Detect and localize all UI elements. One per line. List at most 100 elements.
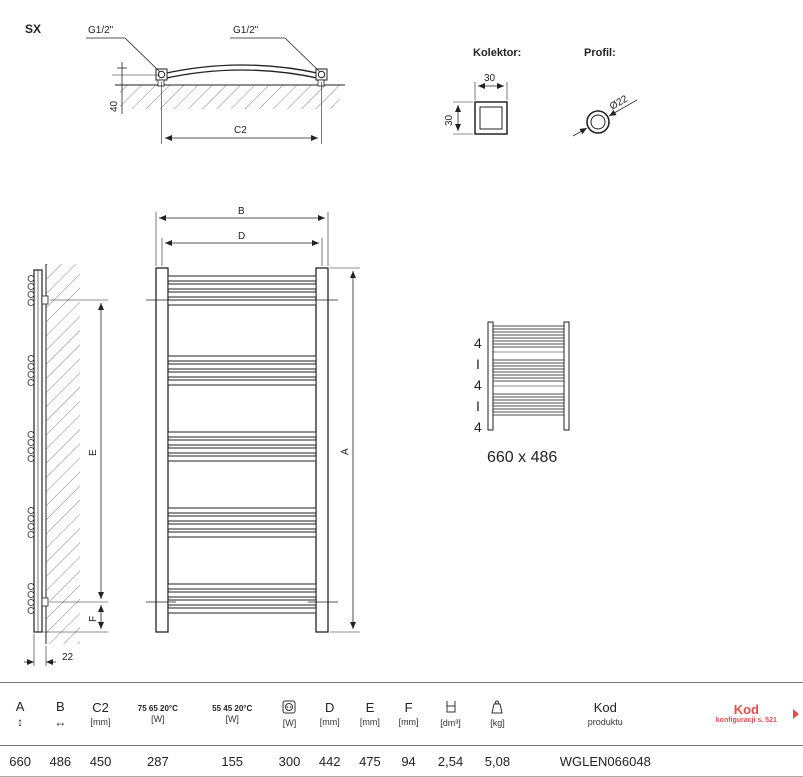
- header-c2: C2[mm]: [80, 682, 121, 746]
- rail-end-bump: [27, 379, 35, 386]
- radiator-rail: [167, 355, 317, 362]
- dimension-wall-label: 22: [62, 652, 74, 663]
- rail-end-bump: [27, 599, 35, 606]
- header-power-75: 75 65 20°C[W]: [120, 682, 196, 746]
- vertical-arrow-icon: ↕: [17, 715, 24, 729]
- header-e: E[mm]: [349, 682, 391, 746]
- value-power-55: 155: [195, 745, 270, 777]
- radiator-rail: [167, 531, 317, 538]
- mini-rail: [492, 343, 565, 348]
- radiator-rail: [167, 431, 317, 438]
- header-a: A↕: [0, 682, 41, 746]
- top-view: [86, 37, 345, 144]
- mini-rail: [492, 325, 565, 330]
- water-volume-icon: [427, 700, 474, 717]
- rail-end-bump: [27, 607, 35, 614]
- mini-rail: [492, 377, 565, 382]
- rail-end-bump: [27, 363, 35, 370]
- header-power-55: 55 45 20°C[W]: [195, 682, 270, 746]
- model-label: SX: [25, 22, 41, 36]
- radiator-rail: [167, 515, 317, 522]
- specification-table: A↕ B↔ C2[mm] 75 65 20°C[W] 55 45 20°C[W]…: [0, 682, 803, 777]
- depth-dimension-label: 40: [109, 100, 120, 112]
- value-power-75: 287: [120, 745, 196, 777]
- mini-rail: [492, 359, 565, 364]
- radiator-rail: [167, 379, 317, 386]
- rail-end-bump: [27, 523, 35, 530]
- dimension-b-label: B: [238, 206, 245, 217]
- radiator-rail: [167, 507, 317, 514]
- weight-icon: [474, 700, 521, 717]
- radiator-rail: [167, 363, 317, 370]
- radiator-rail: [167, 455, 317, 462]
- value-volume: 2,54: [427, 745, 474, 777]
- header-f: F[mm]: [390, 682, 428, 746]
- config-group-3: 4: [474, 377, 482, 393]
- value-b: 486: [40, 745, 81, 777]
- arrow-right-icon[interactable]: [792, 708, 800, 720]
- mini-rail: [492, 411, 565, 416]
- config-group-4: I: [476, 398, 480, 414]
- value-a: 660: [0, 745, 41, 777]
- profil-title: Profil:: [584, 47, 616, 59]
- header-d: D[mm]: [309, 682, 350, 746]
- mini-rail: [492, 371, 565, 376]
- side-view: [24, 264, 108, 666]
- value-c2: 450: [80, 745, 121, 777]
- header-b: B↔: [40, 682, 81, 746]
- kolektor-section: [453, 82, 508, 135]
- technical-drawing: SX G1/2" G1/2" 40 C2 Kolektor:: [24, 22, 638, 666]
- config-group-1: 4: [474, 335, 482, 351]
- profil-diameter-label: Ø22: [608, 93, 630, 112]
- dimension-a-label: A: [340, 448, 351, 455]
- rail-end-bump: [27, 531, 35, 538]
- rail-end-bump: [27, 447, 35, 454]
- rail-end-bump: [27, 591, 35, 598]
- table-row: 660 486 450 287 155 300 442 475 94 2,54 …: [0, 745, 803, 777]
- rail-end-bump: [27, 275, 35, 282]
- dimension-d-label: D: [238, 231, 245, 242]
- configuration-thumbnail: [487, 321, 570, 431]
- header-weight: [kg]: [474, 682, 521, 746]
- horizontal-arrow-icon: ↔: [54, 715, 67, 729]
- rail-end-bump: [27, 455, 35, 462]
- config-group-2: I: [476, 356, 480, 372]
- radiator-rail: [167, 291, 317, 298]
- dimension-f-label: F: [88, 616, 99, 622]
- radiator-rail: [167, 447, 317, 454]
- rail-end-bump: [27, 283, 35, 290]
- mini-rail: [492, 331, 565, 336]
- table-header-row: A↕ B↔ C2[mm] 75 65 20°C[W] 55 45 20°C[W]…: [0, 682, 803, 746]
- mini-rail: [492, 337, 565, 342]
- rail-end-bump: [27, 371, 35, 378]
- rail-end-bump: [27, 355, 35, 362]
- config-size-label: 660 x 486: [487, 449, 557, 466]
- mini-rail: [492, 393, 565, 398]
- radiator-rail: [167, 439, 317, 446]
- rail-end-bump: [27, 291, 35, 298]
- radiator-rail: [167, 583, 317, 590]
- value-weight: 5,08: [474, 745, 521, 777]
- header-electric: [W]: [269, 682, 310, 746]
- kolektor-title: Kolektor:: [473, 47, 521, 59]
- radiator-rail: [167, 275, 317, 282]
- radiator-rail: [167, 599, 317, 606]
- config-group-5: 4: [474, 419, 482, 435]
- rail-end-bump: [27, 515, 35, 522]
- value-config-code: [689, 745, 803, 777]
- spacing-dimension-label: C2: [234, 125, 247, 136]
- radiator-rail: [167, 299, 317, 306]
- mini-rail: [492, 399, 565, 404]
- kolektor-height-label: 30: [444, 114, 455, 126]
- radiator-rail: [167, 591, 317, 598]
- header-config-code[interactable]: Kod konfiguracji s. 521: [689, 682, 803, 746]
- dimension-e-label: E: [88, 449, 99, 456]
- kolektor-width-label: 30: [484, 73, 496, 84]
- profil-section: [572, 99, 638, 137]
- value-product-code: WGLEN066048: [520, 745, 690, 777]
- value-d: 442: [309, 745, 350, 777]
- rail-end-bump: [27, 439, 35, 446]
- mini-rail: [492, 405, 565, 410]
- radiator-rail: [167, 371, 317, 378]
